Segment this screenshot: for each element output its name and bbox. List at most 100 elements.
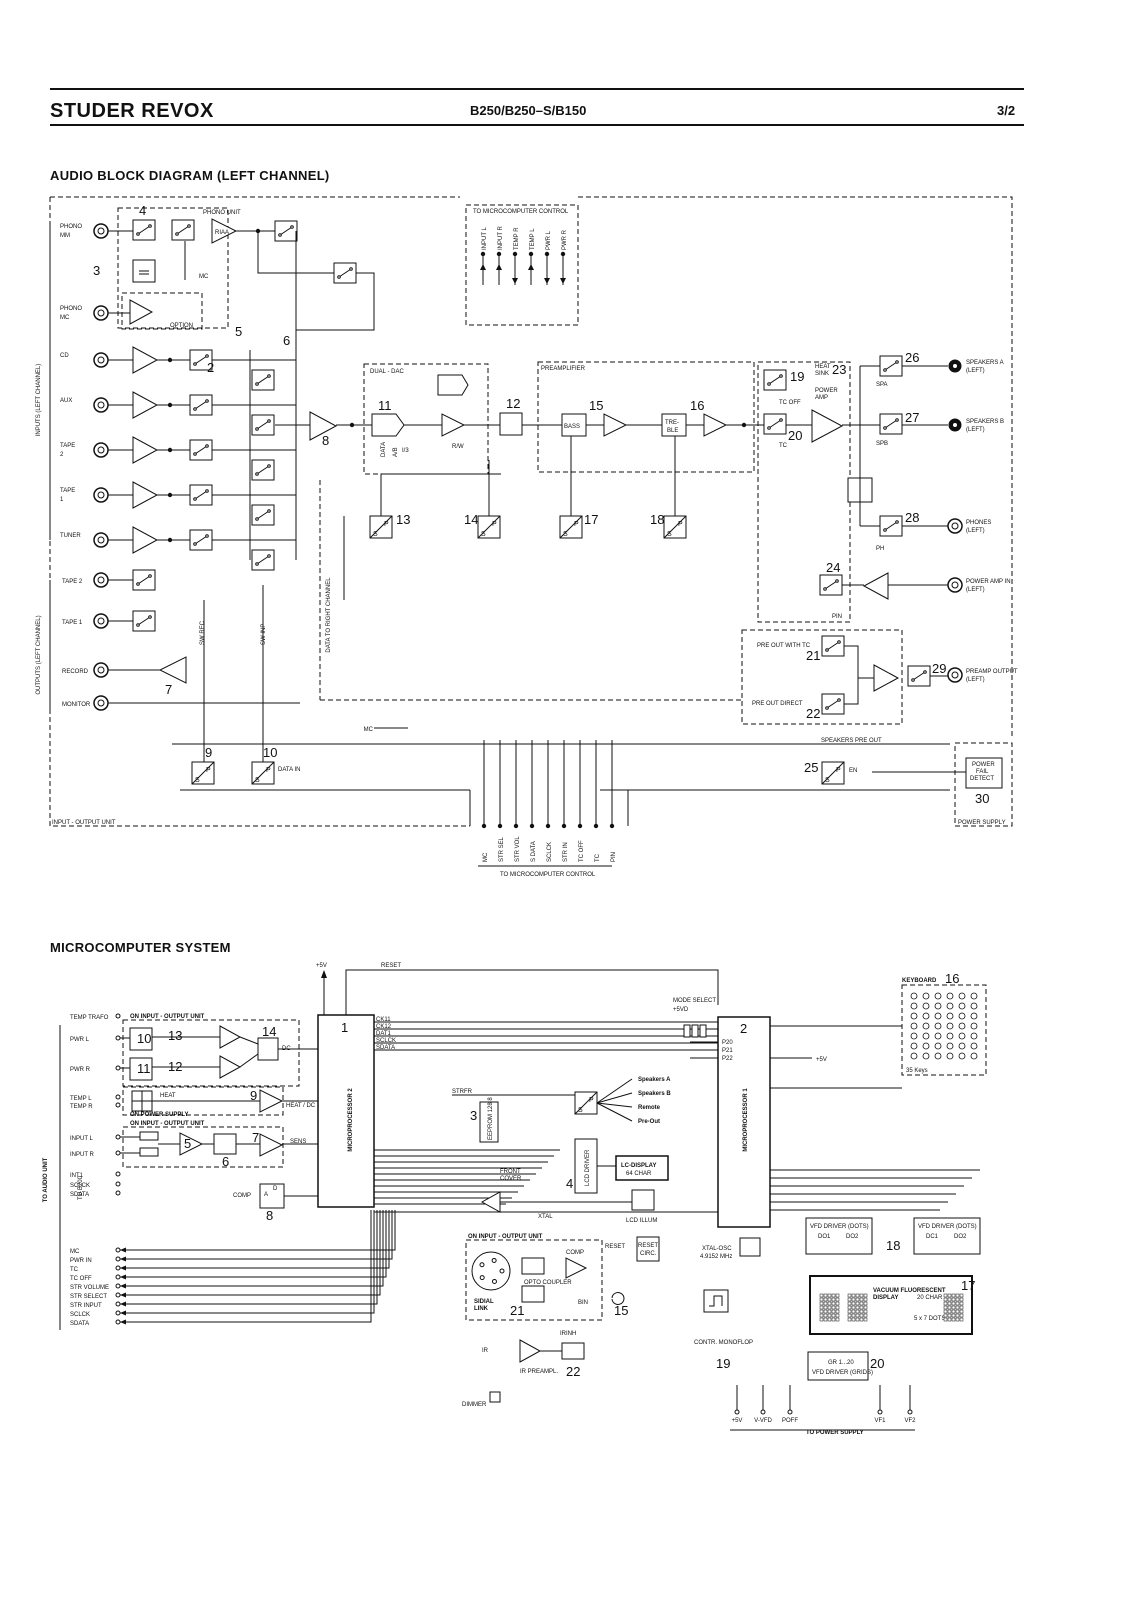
keys-count-label: 35 Keys [906,1068,928,1074]
switch-pivot [193,362,197,366]
vfd-dot [859,1313,864,1318]
switch-pivot [255,382,259,386]
input-junction-4 [167,447,173,453]
left-output-arrow-6 [120,1301,126,1307]
input-junction-2 [167,357,173,363]
converter-p-label: P [678,521,683,528]
vfd-dot [835,1317,840,1322]
converter-diagonal [191,761,215,785]
left-output-wire-7 [120,1210,375,1314]
left-output-arrow-8 [120,1319,126,1325]
vfd-dot [819,1313,824,1318]
input-buffer-2 [132,346,159,374]
treble-label: TRE- [665,420,679,426]
preamp-output-buffer [873,664,900,692]
switch-pivot [175,232,179,236]
block-number-11: 11 [378,398,392,413]
right-output-label-3: POWER AMP IN [966,579,1011,585]
vfd-dot [859,1293,864,1298]
vfd-dot [947,1297,952,1302]
bottom-signal-label-2: STR VOL [515,836,521,862]
block-number-15: 15 [589,398,603,413]
comp2-label: COMP [566,1250,584,1256]
left-input-pin-9 [115,1190,121,1196]
plus5v-arrow [321,970,327,978]
keyboard-label: KEYBOARD [902,978,937,984]
option-frame [121,292,203,330]
switch-contact [194,490,208,500]
sidial-pin [499,1268,505,1274]
jack-center [97,617,105,625]
lc-display-label2: 64 CHAR [626,1171,652,1177]
right-output-label2-0: (LEFT) [966,368,985,374]
vfd-grid-driver [807,1351,869,1381]
jack-center [951,581,959,589]
microcomputer-control-top-box [465,204,579,326]
ps-pin-label-0: +5V [732,1418,743,1424]
block-number-28: 28 [905,510,919,525]
vfd-dot [835,1293,840,1298]
power-supply-label: POWER SUPPLY [958,820,1006,826]
switch-pivot [895,418,899,422]
opto-coupler-2 [521,1285,545,1303]
block-number-13-micro: 13 [168,1028,182,1043]
keyboard-key [910,1032,918,1040]
vfd-dot [863,1309,868,1314]
plus5vd-label: +5VD [673,1007,689,1013]
left-input-label-8: SCLCK [70,1183,90,1189]
ir-preampl-label: IR PREAMPL. [520,1369,558,1375]
irinh-label: IRINH [560,1331,576,1337]
vfd-dot [951,1313,956,1318]
model-number: B250/B250–S/B150 [470,103,587,118]
block-number-3: 3 [93,263,100,278]
switch-pivot [767,382,771,386]
vfd-dot [851,1301,856,1306]
data-line-1 [380,473,501,516]
block-number-22: 22 [806,706,820,721]
vfd-dot [835,1297,840,1302]
sidial-link-label2: LINK [474,1306,489,1312]
keyboard-key [922,1052,930,1060]
output-label-3: MONITOR [62,702,91,708]
vfd-dot [827,1305,832,1310]
bottom-signal-dot-8 [609,823,615,829]
vfd-dot [947,1313,952,1318]
pre-out-tc-label: PRE OUT WITH TC [757,643,811,649]
bus-label-0: CK11 [376,1017,391,1023]
en-label: EN [849,768,857,774]
vfd-do2-a: DO2 [846,1234,859,1240]
plus5v-label: +5V [316,963,327,969]
left-output-label-5: STR SELECT [70,1294,107,1300]
vfd-dot [847,1293,852,1298]
switch-contact [194,400,208,410]
ir-label: IR [482,1348,489,1354]
vfd-dot [823,1309,828,1314]
vfd-dot [855,1317,860,1322]
vfd-dot [851,1305,856,1310]
block-number-23: 23 [832,362,846,377]
vfd-dot [959,1301,964,1306]
vfd-dot [947,1317,952,1322]
eeprom-label: EEPROM 128 8 [488,1097,494,1140]
left-input-label-4: TEMP R [70,1104,93,1110]
contr-monoflop-label: CONTR. MONOFLOP [694,1340,753,1346]
riaa-label: RIAA [215,230,229,236]
ps-pin-3 [877,1409,883,1415]
ps-pin-label-1: V-VFD [754,1418,772,1424]
left-output-wire-3 [120,1210,387,1278]
block-number-6: 6 [283,333,290,348]
speaker-out-wire-1 [596,1092,633,1104]
input-buffer-4 [132,436,159,464]
vfd-dot [831,1313,836,1318]
switch-pivot [267,509,271,513]
front-cover-buffer [480,1191,501,1213]
right-output-label-2: PHONES [966,520,991,526]
switch-pivot [193,452,197,456]
bottom-signal-dot-1 [497,823,503,829]
power-amp-in-buffer [862,572,889,600]
vfd-dot [855,1293,860,1298]
vfd-dot [835,1305,840,1310]
bottom-signal-dot-0 [481,823,487,829]
sidial-pin [479,1262,485,1268]
